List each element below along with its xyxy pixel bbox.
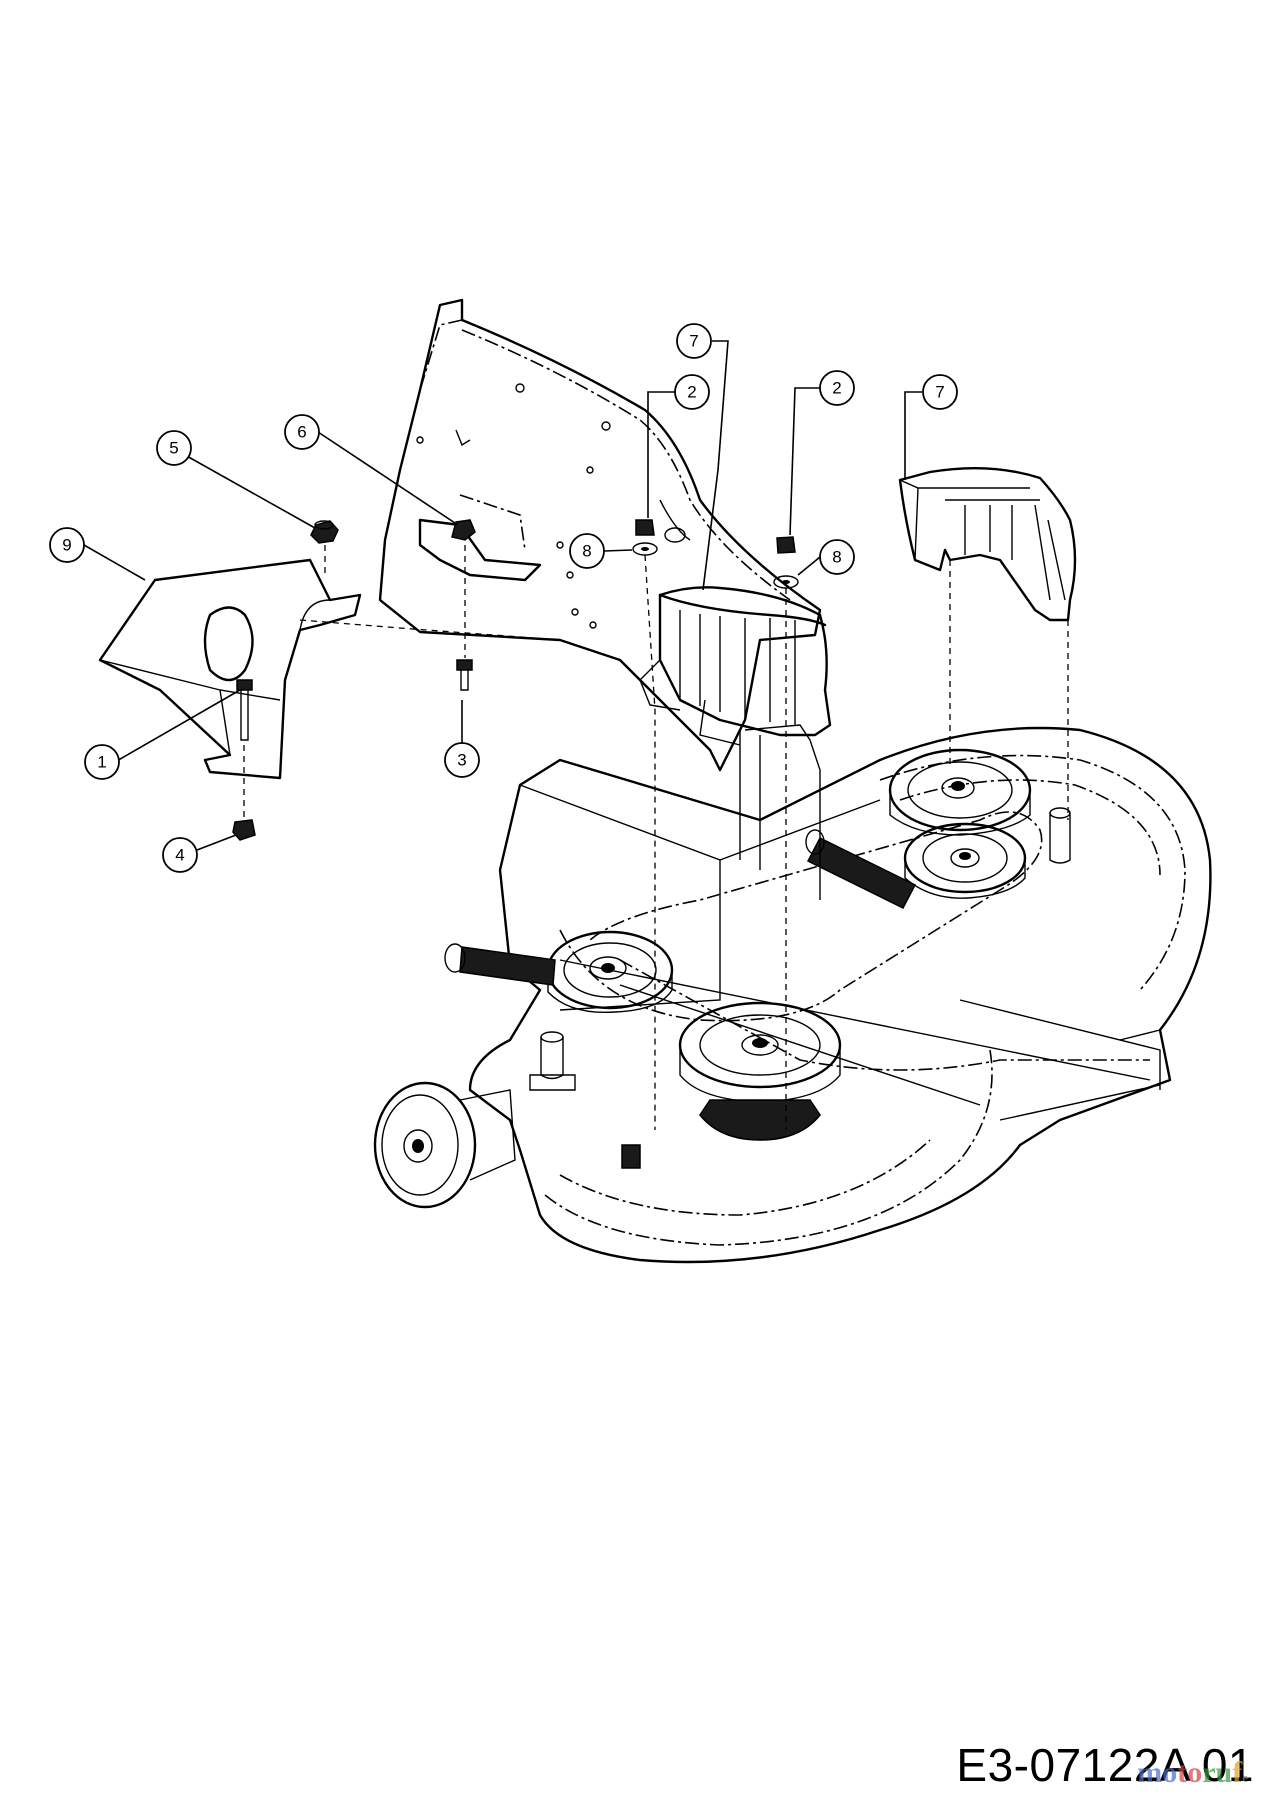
svg-text:9: 9 <box>62 536 71 555</box>
belt-shield-part-9 <box>98 558 362 780</box>
gauge-wheel <box>373 1081 516 1209</box>
leader-lines <box>83 340 922 851</box>
svg-text:5: 5 <box>169 439 178 458</box>
callout-2-right: 2 <box>819 370 855 406</box>
hex-nut-part-5 <box>310 520 339 544</box>
svg-text:6: 6 <box>297 423 306 442</box>
spindle-post-right <box>1049 807 1071 864</box>
bolt-part-3 <box>456 659 473 691</box>
svg-text:1: 1 <box>97 753 106 772</box>
svg-text:3: 3 <box>457 751 466 770</box>
washer-part-8-left <box>632 542 658 556</box>
svg-text:2: 2 <box>687 383 696 402</box>
watermark-logo: motorufe <box>1137 1756 1248 1789</box>
center-spindle-pulley <box>678 1001 842 1141</box>
idler-pulley-left <box>546 930 674 1014</box>
callout-4: 4 <box>162 837 198 873</box>
assembly-lines <box>243 545 1069 1130</box>
nut-part-4 <box>232 819 256 841</box>
tension-spring-right <box>805 829 917 909</box>
svg-text:2: 2 <box>832 379 841 398</box>
svg-text:7: 7 <box>935 383 944 402</box>
spindle-post-left <box>529 1031 576 1091</box>
idler-pulley-right <box>903 822 1027 899</box>
svg-text:8: 8 <box>582 542 591 561</box>
nut-part-2-left <box>635 519 655 536</box>
belt-cover-right-part-7 <box>898 466 1077 622</box>
callout-2-left: 2 <box>674 374 710 410</box>
callout-5: 5 <box>156 430 192 466</box>
callout-7-right: 7 <box>922 374 958 410</box>
callout-1: 1 <box>84 744 120 780</box>
nut-part-2-right <box>776 536 796 554</box>
callout-3: 3 <box>444 742 480 778</box>
mower-deck <box>468 726 1212 1264</box>
right-spindle-pulley <box>888 748 1032 836</box>
drawing-number: E3-07122A 01 <box>956 1739 1254 1791</box>
callout-8-left: 8 <box>569 533 605 569</box>
callout-7-center: 7 <box>676 323 712 359</box>
callout-8-right: 8 <box>819 539 855 575</box>
svg-text:7: 7 <box>689 332 698 351</box>
svg-text:4: 4 <box>175 846 184 865</box>
bolt-part-1 <box>236 679 253 741</box>
callout-9: 9 <box>49 527 85 563</box>
belt-cover-center-part-7 <box>639 586 832 900</box>
callout-6: 6 <box>284 414 320 450</box>
svg-text:8: 8 <box>832 548 841 567</box>
tension-spring-left <box>444 943 556 986</box>
deck-support-plate <box>378 298 822 772</box>
grease-fitting <box>621 1144 641 1169</box>
